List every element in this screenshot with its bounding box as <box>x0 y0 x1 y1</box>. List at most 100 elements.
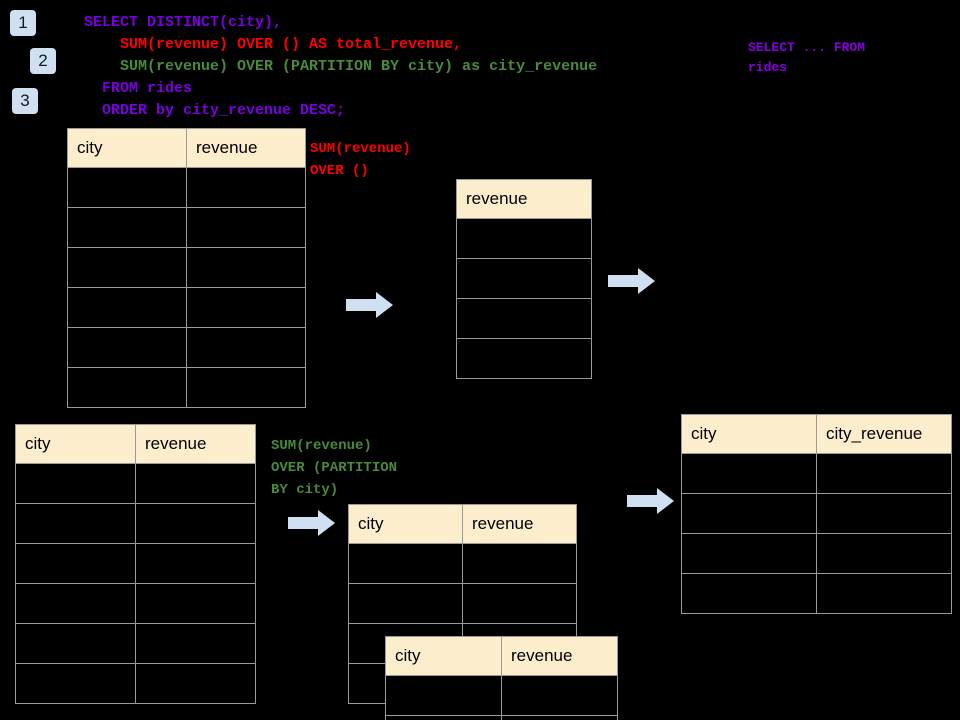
table-cell-city <box>348 583 463 624</box>
table-row <box>15 543 256 584</box>
table-cell-city <box>15 543 136 584</box>
table-cell-city <box>15 623 136 664</box>
arrow-right-icon <box>627 488 674 514</box>
table-cell-revenue <box>135 543 256 584</box>
table-cell-revenue <box>501 675 618 716</box>
select-from-rides-label-line-2: rides <box>748 60 788 75</box>
table-cell-revenue <box>135 663 256 704</box>
sum-over-empty-label-line-1: SUM(revenue) <box>310 141 411 157</box>
table-cell-city <box>15 663 136 704</box>
table-row <box>681 573 952 614</box>
table-cell-revenue <box>186 207 306 248</box>
table-cell-city <box>67 167 187 208</box>
table-row <box>348 543 577 584</box>
column-header-city_revenue: city_revenue <box>816 414 952 454</box>
column-header-city: city <box>15 424 136 464</box>
table-cell-revenue <box>186 367 306 408</box>
arrow-right-icon <box>346 292 393 318</box>
arrow-right-icon <box>288 510 335 536</box>
table-cell-city <box>681 493 817 534</box>
table-cell-city <box>348 543 463 584</box>
table-row <box>67 247 306 288</box>
column-header-revenue: revenue <box>186 128 306 168</box>
table-row <box>15 463 256 504</box>
table-cell-city <box>385 715 502 720</box>
table-cell-revenue <box>456 298 592 339</box>
table-total-revenue: revenue <box>456 179 592 379</box>
table-cell-city <box>681 573 817 614</box>
table-row <box>67 287 306 328</box>
table-row <box>681 493 952 534</box>
column-header-revenue: revenue <box>501 636 618 676</box>
sum-over-partition-label: SUM(revenue) OVER (PARTITION BY city) <box>271 435 397 501</box>
table-cell-revenue <box>501 715 618 720</box>
table-cell-city <box>681 453 817 494</box>
step-badge-3: 3 <box>12 88 38 114</box>
sql-line-3: SUM(revenue) OVER (PARTITION BY city) as… <box>84 58 598 75</box>
table-row <box>456 298 592 339</box>
sum-over-empty-label: SUM(revenue)OVER () <box>310 138 411 182</box>
table-row <box>681 533 952 574</box>
table-row <box>456 218 592 259</box>
table-cell-revenue <box>135 583 256 624</box>
table-cell-revenue <box>456 338 592 379</box>
column-header-city: city <box>348 504 463 544</box>
table-header-row: revenue <box>456 179 592 219</box>
table-row <box>15 663 256 704</box>
column-header-city: city <box>67 128 187 168</box>
sum-over-partition-label-line-2: OVER (PARTITION <box>271 460 398 476</box>
table-cell-revenue <box>456 258 592 299</box>
table-row <box>67 327 306 368</box>
column-header-revenue: revenue <box>456 179 592 219</box>
table-cell-city <box>67 247 187 288</box>
sum-over-partition-label-line-1: SUM(revenue) <box>271 438 372 454</box>
sum-over-partition-label-line-3: BY city) <box>271 482 339 498</box>
sql-line-4: FROM rides <box>84 80 193 97</box>
sql-line-1: SELECT DISTINCT(city), <box>84 14 283 31</box>
table-cell-city <box>15 583 136 624</box>
arrow-right-icon <box>608 268 655 294</box>
table-cell-city <box>681 533 817 574</box>
sql-query-block: SELECT DISTINCT(city), SUM(revenue) OVER… <box>84 12 597 122</box>
table-cell-city_revenue <box>816 453 952 494</box>
table-cell-city <box>67 327 187 368</box>
table-cell-city_revenue <box>816 573 952 614</box>
table-cell-city <box>67 287 187 328</box>
table-cell-revenue <box>135 623 256 664</box>
table-cell-revenue <box>186 327 306 368</box>
select-from-rides-label: SELECT ... FROM rides <box>748 38 865 78</box>
step-badge-1: 1 <box>10 10 36 36</box>
table-row <box>67 167 306 208</box>
table-row <box>67 207 306 248</box>
table-cell-city_revenue <box>816 533 952 574</box>
table-row <box>348 583 577 624</box>
step-badge-2: 2 <box>30 48 56 74</box>
arrow-total-to-result <box>608 266 656 296</box>
table-row <box>681 453 952 494</box>
table-cell-city <box>67 367 187 408</box>
column-header-revenue: revenue <box>135 424 256 464</box>
table-cell-revenue <box>186 247 306 288</box>
table-cell-city <box>15 503 136 544</box>
table-cell-revenue <box>462 543 577 584</box>
table-cell-city <box>385 675 502 716</box>
arrow-partition-to-result <box>627 486 675 516</box>
table-cell-revenue <box>186 167 306 208</box>
table-row <box>15 583 256 624</box>
table-cell-revenue <box>135 463 256 504</box>
table-row <box>385 675 618 716</box>
arrow-source-to-partition <box>288 508 336 538</box>
column-header-revenue: revenue <box>462 504 577 544</box>
table-cell-revenue <box>186 287 306 328</box>
table-row <box>456 258 592 299</box>
select-from-rides-label-line-1: SELECT ... FROM <box>748 40 866 55</box>
